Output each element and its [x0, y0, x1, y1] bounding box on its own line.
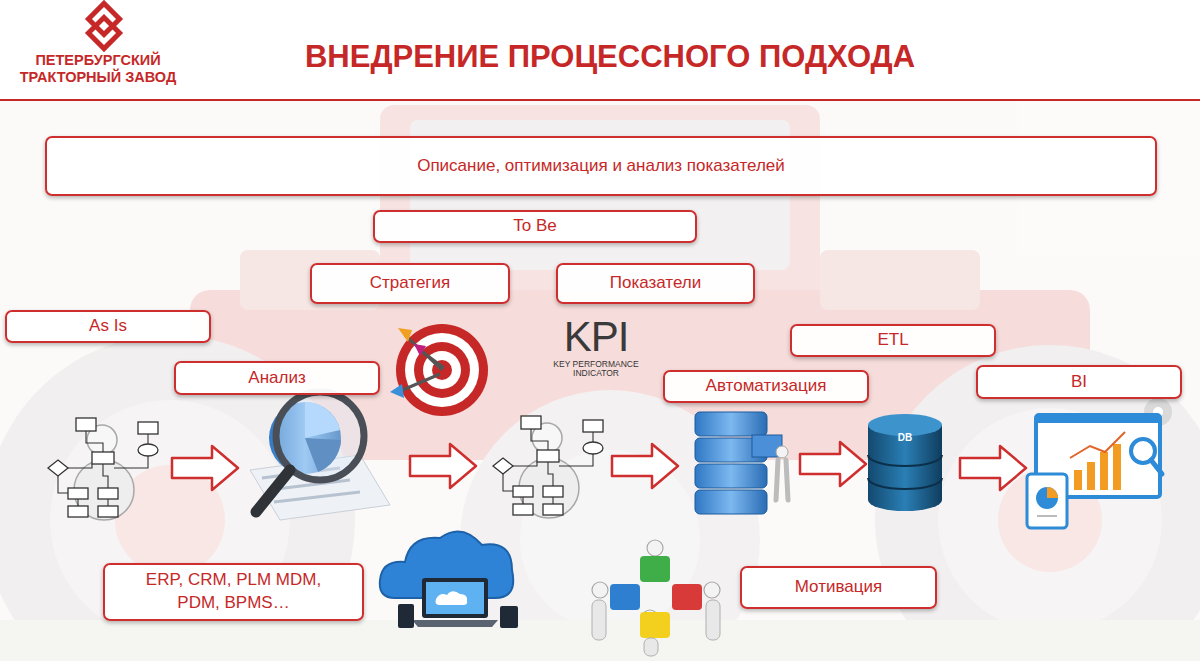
- stage-box: ETL: [790, 324, 996, 357]
- server-stack-icon: [695, 412, 788, 514]
- stage-box: Анализ: [174, 361, 380, 395]
- as-is-flowchart-icon: [48, 418, 158, 520]
- stage-box: ERP, CRM, PLM MDM, PDM, BPMS…: [103, 563, 364, 621]
- motivation-puzzle-icon: [592, 540, 720, 656]
- page-title: ВНЕДРЕНИЕ ПРОЦЕССНОГО ПОДХОДА: [200, 38, 1020, 75]
- stage-box: To Be: [373, 210, 697, 243]
- kpi-mark: KPI: [546, 316, 646, 358]
- strategy-target-icon: [390, 324, 488, 416]
- analysis-magnifier-icon: [250, 392, 390, 520]
- company-logo: [88, 3, 119, 48]
- stage-box: Показатели: [556, 263, 755, 304]
- database-label: DB: [891, 433, 919, 443]
- stage-label: Показатели: [610, 272, 702, 295]
- stage-label: To Be: [513, 215, 556, 238]
- header-rule: [0, 99, 1200, 101]
- stage-box: BI: [976, 365, 1182, 399]
- stage-box: As Is: [5, 310, 211, 343]
- stage-box: Мотивация: [740, 566, 937, 609]
- stage-label: BI: [1071, 371, 1087, 394]
- stage-label: Мотивация: [795, 576, 882, 599]
- stage-label: Автоматизация: [706, 375, 827, 398]
- bi-dashboard-icon: [1027, 398, 1172, 528]
- company-name: ПЕТЕРБУРГСКИЙ ТРАКТОРНЫЙ ЗАВОД: [3, 52, 193, 87]
- to-be-flowchart-icon: [493, 416, 603, 518]
- stage-label: ETL: [877, 329, 908, 352]
- stage-box: Автоматизация: [663, 370, 869, 403]
- stage-label: Стратегия: [370, 272, 451, 295]
- header-band: [0, 0, 1200, 99]
- stage-label: Описание, оптимизация и анализ показател…: [417, 155, 785, 178]
- cloud-devices-icon: [380, 531, 518, 628]
- kpi-caption: KEY PERFORMANCE INDICATOR: [540, 360, 652, 379]
- stage-box: Стратегия: [310, 263, 510, 304]
- stage-label: ERP, CRM, PLM MDM, PDM, BPMS…: [131, 569, 336, 615]
- stage-label: Анализ: [248, 367, 305, 390]
- database-icon: [868, 414, 942, 511]
- stage-box: Описание, оптимизация и анализ показател…: [45, 136, 1157, 196]
- faded-tractor: [0, 100, 1200, 661]
- stage-label: As Is: [89, 315, 127, 338]
